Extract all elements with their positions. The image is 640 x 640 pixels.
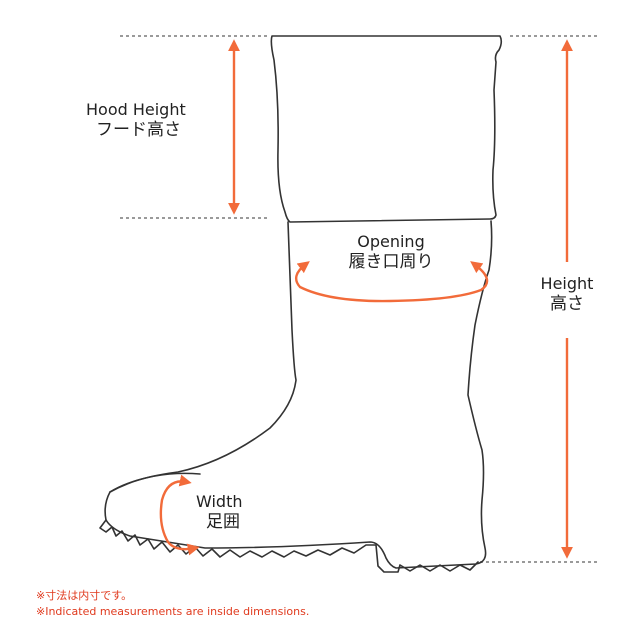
opening-label-en: Opening <box>357 232 425 251</box>
opening-label-ja: 履き口周り <box>348 252 434 272</box>
height-label: Height 高さ <box>522 274 612 315</box>
boot-toe-cap <box>109 472 201 493</box>
height-label-ja: 高さ <box>550 294 584 314</box>
hood-height-label-en: Hood Height <box>86 100 186 119</box>
opening-arrow <box>294 261 489 303</box>
width-arrow <box>159 474 200 556</box>
width-label-en: Width <box>196 492 243 511</box>
boot-outline <box>99 35 503 573</box>
measurement-notes: ※寸法は内寸です。 ※Indicated measurements are in… <box>36 588 309 620</box>
hood-height-label: Hood Height フード高さ <box>86 100 186 141</box>
width-label: Width 足囲 <box>196 492 242 533</box>
note-en: ※Indicated measurements are inside dimen… <box>36 604 310 618</box>
boot-hood <box>270 35 503 223</box>
boot-body <box>104 220 493 569</box>
boot-sole-tread <box>99 519 479 573</box>
width-label-ja: 足囲 <box>206 512 240 532</box>
hood-height-label-ja: フード高さ <box>96 120 181 140</box>
height-label-en: Height <box>540 274 594 293</box>
note-ja: ※寸法は内寸です。 <box>36 589 133 602</box>
opening-label: Opening 履き口周り <box>330 232 452 273</box>
